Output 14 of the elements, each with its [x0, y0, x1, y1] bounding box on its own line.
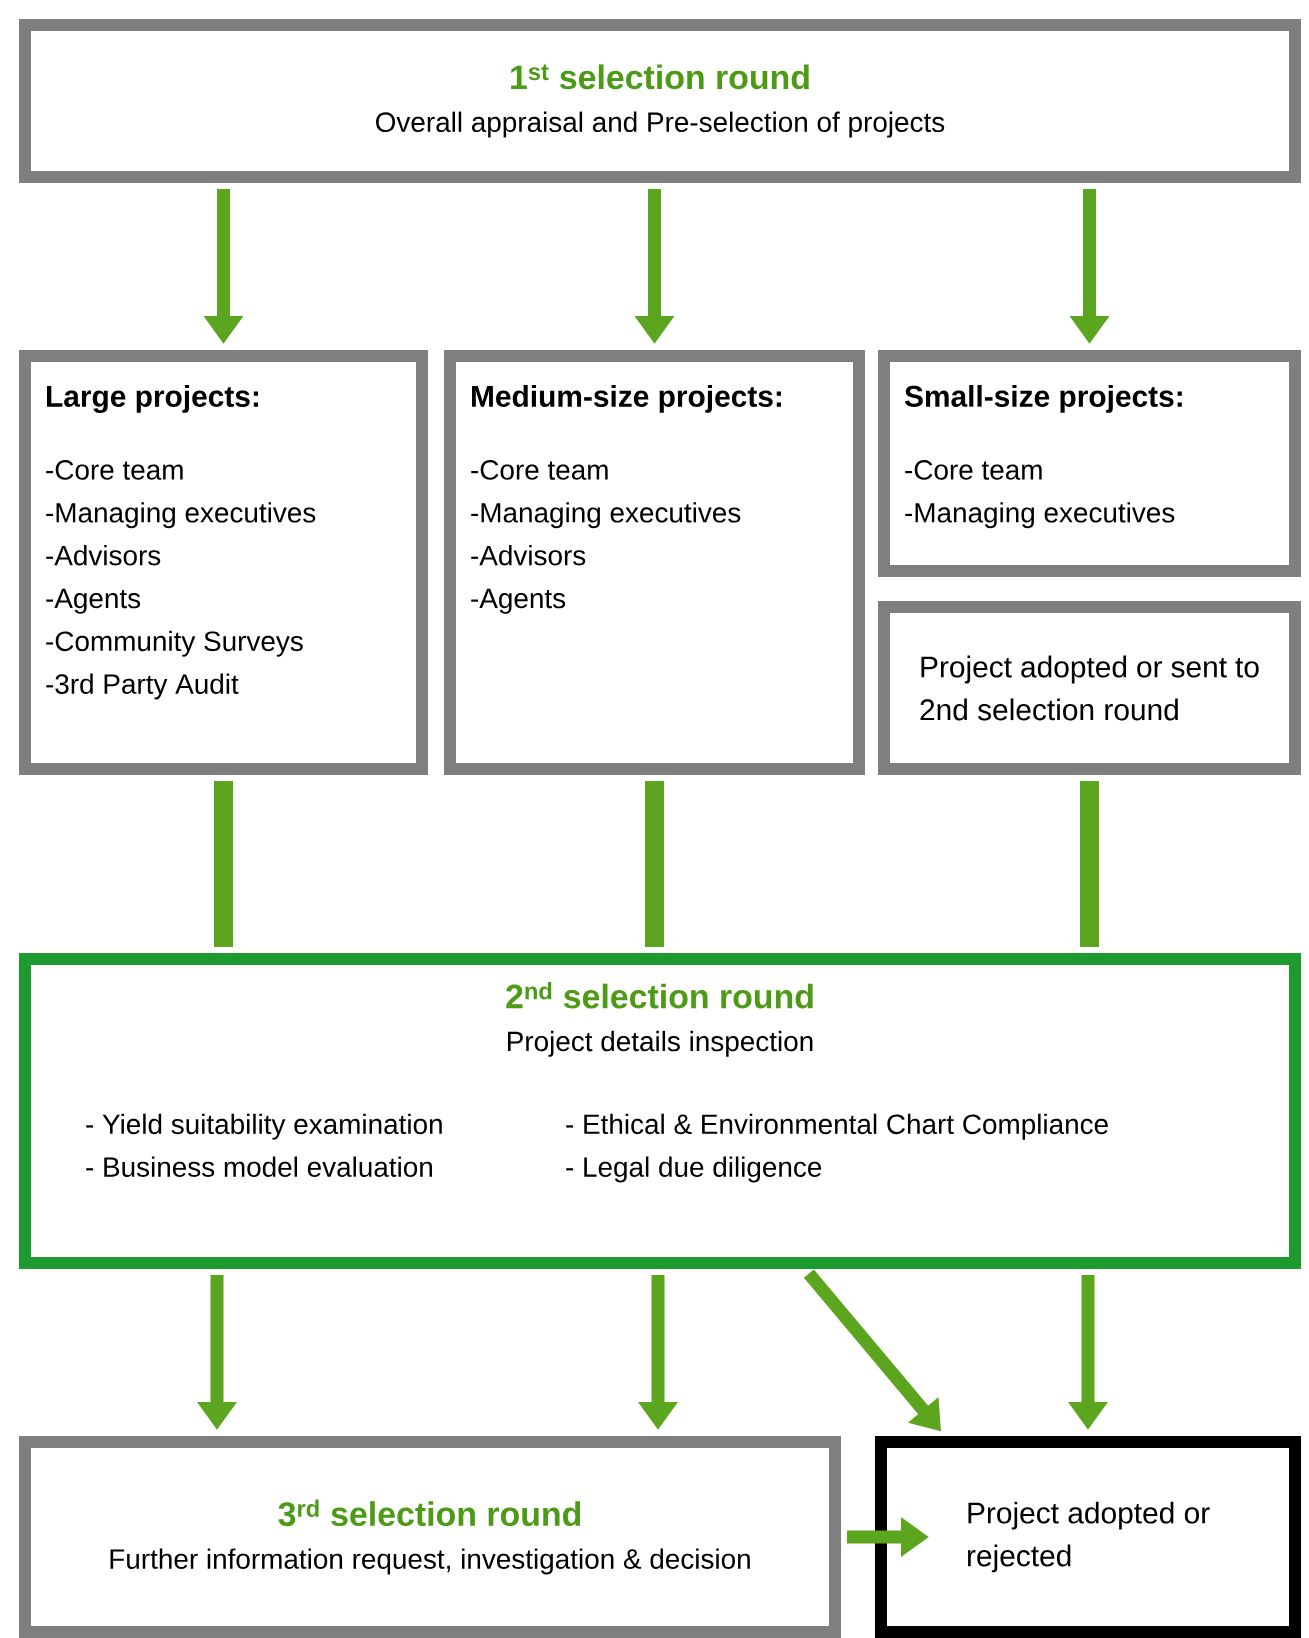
list-item: - Legal due diligence	[566, 1156, 822, 1183]
stage-box	[19, 953, 1301, 1269]
outcome-box: Project adopted or sent to 2nd selection round	[878, 601, 1301, 775]
category-box: Small-size projects: -Core team -Managing executives	[878, 350, 1301, 577]
outcome-box: Project adopted or rejected	[875, 1436, 1301, 1638]
list-item: - Business model evaluation	[86, 1156, 432, 1177]
list-item: - Yield suitability examination	[86, 1113, 442, 1140]
stage-box: 3$^{rd}$ selection round Further information request, investigation & decision	[19, 1436, 841, 1638]
category-box: Large projects: -Core team -Managing executives -Advisors -Agents -Community Surveys -3rd Party Audit	[19, 350, 428, 775]
stage-subtitle: Project details inspection	[508, 1030, 813, 1057]
stage-heading: 2$^{nd}$ selection round	[506, 982, 813, 1009]
category-box: Medium-size projects: -Core team -Managing executives -Advisors -Agents	[444, 350, 865, 775]
list-item: - Ethical & Environmental Chart Compliance	[566, 1113, 1108, 1140]
stage-box: 1$^{st}$ selection round Overall appraisal and Pre-selection of projects	[19, 19, 1301, 183]
